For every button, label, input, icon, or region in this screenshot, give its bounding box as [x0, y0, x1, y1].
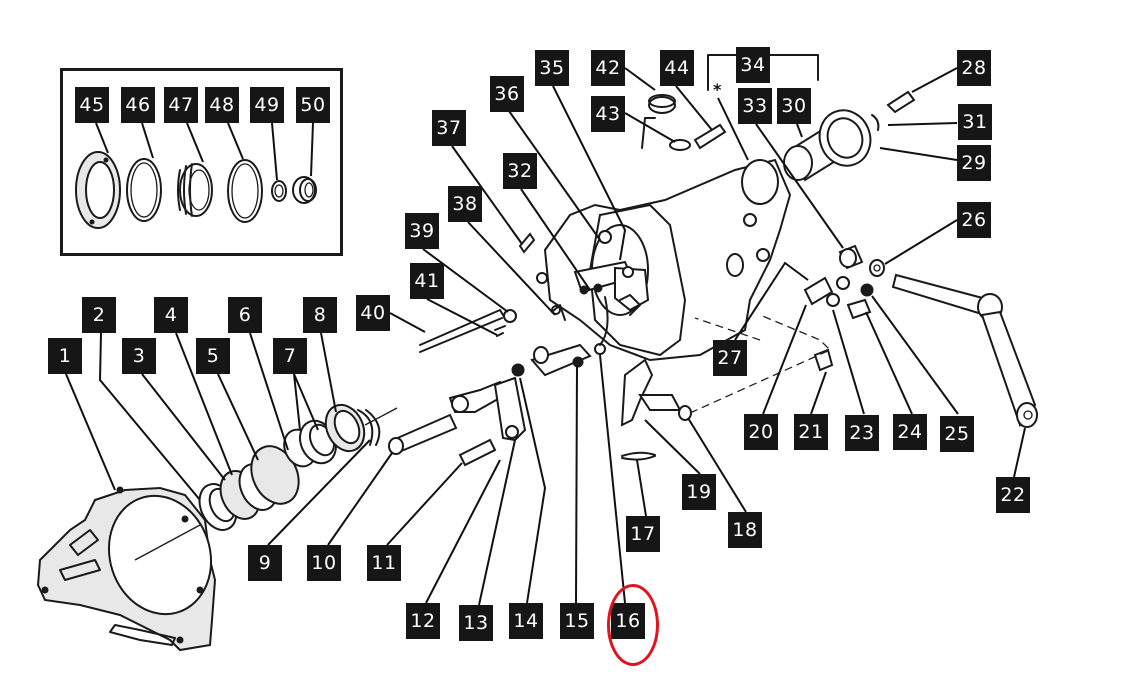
callout-label[interactable]: 38	[448, 186, 482, 222]
inset-parts	[75, 122, 317, 229]
callout-label[interactable]: 24	[893, 414, 927, 450]
callout-label[interactable]: 48	[205, 87, 239, 123]
leader-lines	[65, 67, 1026, 606]
callout-label[interactable]: 37	[432, 110, 466, 146]
callout-label[interactable]: 42	[591, 50, 625, 86]
part-47-seal-housing	[177, 163, 213, 217]
callout-label[interactable]: 19	[682, 474, 716, 510]
callout-label[interactable]: 13	[459, 605, 493, 641]
part-1-gasket	[36, 486, 217, 652]
callout-label[interactable]: 10	[307, 545, 341, 581]
callout-label[interactable]: 44	[660, 50, 694, 86]
callout-label[interactable]: 11	[367, 545, 401, 581]
callout-label[interactable]: 18	[728, 512, 762, 548]
right-parts	[803, 273, 1038, 428]
callout-label[interactable]: 27	[713, 340, 747, 376]
callout-label[interactable]: 39	[405, 213, 439, 249]
callout-label[interactable]: 12	[406, 603, 440, 639]
part-46-oring	[126, 158, 162, 222]
callout-label[interactable]: 31	[958, 104, 992, 140]
part-45-retainer	[75, 151, 121, 229]
callout-label[interactable]: 7	[273, 338, 307, 374]
callout-label[interactable]: 46	[121, 87, 155, 123]
main-housing	[536, 158, 792, 362]
top-parts	[641, 90, 916, 277]
gear-stack	[134, 403, 398, 561]
highlight-circle	[607, 584, 659, 666]
callout-label[interactable]: 45	[75, 87, 109, 123]
callout-label[interactable]: 21	[794, 414, 828, 450]
shafts	[388, 413, 497, 467]
callout-label[interactable]: 22	[996, 477, 1030, 513]
callout-label[interactable]: 5	[196, 338, 230, 374]
callout-label[interactable]: 33	[738, 88, 772, 124]
callout-label[interactable]: 35	[535, 50, 569, 86]
part-50-bushing	[292, 176, 317, 204]
callout-label[interactable]: 25	[940, 416, 974, 452]
callout-label[interactable]: 3	[122, 338, 156, 374]
callout-label[interactable]: 30	[777, 88, 811, 124]
callout-label[interactable]: 9	[248, 545, 282, 581]
callout-label[interactable]: 1	[48, 338, 82, 374]
callout-label[interactable]: 2	[82, 297, 116, 333]
callout-label[interactable]: 34	[736, 47, 770, 83]
callout-label[interactable]: 29	[957, 145, 991, 181]
callout-label[interactable]: 43	[591, 96, 625, 132]
callout-label[interactable]: 32	[503, 153, 537, 189]
group-bracket-34	[707, 54, 819, 91]
callout-label[interactable]: 40	[356, 295, 390, 331]
callout-label[interactable]: 17	[626, 516, 660, 552]
callout-label[interactable]: 26	[957, 202, 991, 238]
callout-label[interactable]: 8	[303, 297, 337, 333]
callout-label[interactable]: 6	[228, 297, 262, 333]
rod-and-clips	[419, 232, 566, 353]
callout-label[interactable]: 49	[250, 87, 284, 123]
callout-label[interactable]: 41	[410, 263, 444, 299]
shift-linkage	[448, 343, 606, 442]
group-marker-asterisk: *	[713, 80, 722, 99]
callout-label[interactable]: 47	[164, 87, 198, 123]
callout-label[interactable]: 20	[744, 414, 778, 450]
callout-label[interactable]: 4	[154, 297, 188, 333]
shift-fork	[620, 358, 692, 461]
part-49-washer	[271, 180, 287, 202]
inset-frame	[60, 68, 343, 256]
callout-label[interactable]: 23	[845, 415, 879, 451]
callout-label[interactable]: 15	[560, 603, 594, 639]
part-48-oring	[227, 159, 263, 223]
callout-label[interactable]: 36	[490, 76, 524, 112]
callout-label[interactable]: 28	[957, 50, 991, 86]
dashed-guides	[689, 314, 832, 414]
callout-label[interactable]: 50	[296, 87, 330, 123]
callout-label[interactable]: 14	[509, 603, 543, 639]
